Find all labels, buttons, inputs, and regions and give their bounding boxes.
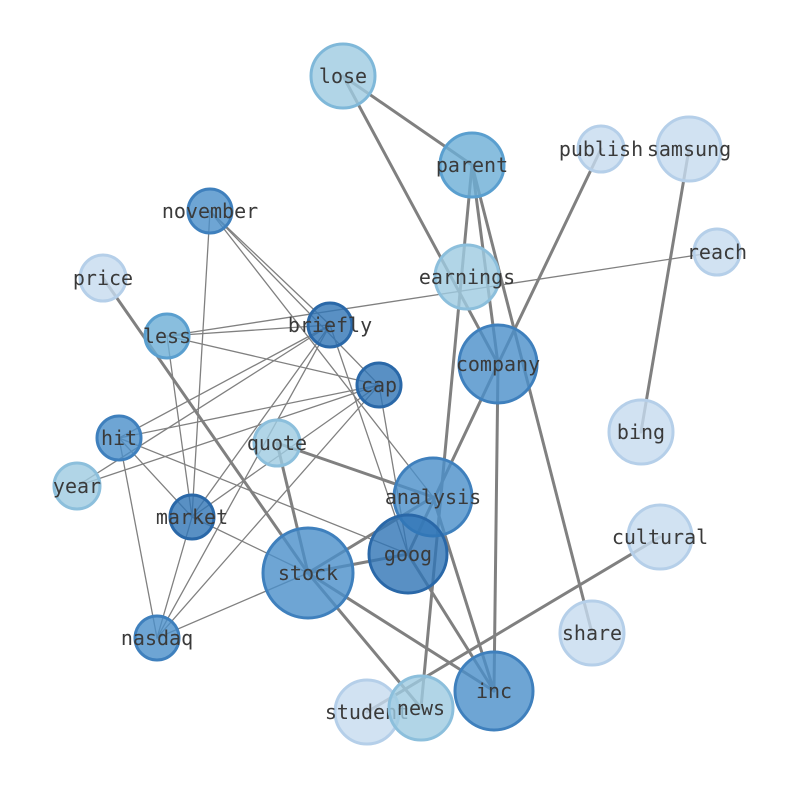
node-company[interactable]: company xyxy=(456,323,540,405)
node-label-hit: hit xyxy=(101,426,137,450)
node-circle-price xyxy=(78,253,128,303)
node-label-reach: reach xyxy=(687,240,747,264)
edge-hit-nasdaq xyxy=(118,437,158,639)
node-circle-bing xyxy=(607,398,675,466)
node-label-quote: quote xyxy=(247,431,307,455)
node-parent[interactable]: parent xyxy=(436,131,508,199)
node-label-goog: goog xyxy=(384,542,432,566)
edge-cap-hit xyxy=(118,384,380,439)
node-circle-cap xyxy=(355,361,403,409)
node-circle-briefly xyxy=(306,301,354,349)
node-label-publish: publish xyxy=(559,137,643,161)
node-label-november: november xyxy=(162,199,258,223)
node-nasdaq[interactable]: nasdaq xyxy=(121,614,193,662)
edge-briefly-hit xyxy=(118,324,331,439)
node-circle-less xyxy=(143,312,191,360)
node-circle-parent xyxy=(438,131,506,199)
edge-price-stock xyxy=(101,276,310,575)
node-label-earnings: earnings xyxy=(419,265,515,289)
node-publish[interactable]: publish xyxy=(559,124,643,174)
node-label-less: less xyxy=(143,324,191,348)
node-circle-reach xyxy=(692,227,742,277)
node-label-briefly: briefly xyxy=(288,313,372,337)
node-share[interactable]: share xyxy=(558,599,626,667)
node-label-company: company xyxy=(456,352,540,376)
node-label-cultural: cultural xyxy=(612,525,708,549)
edge-parent-share xyxy=(470,163,594,635)
node-label-market: market xyxy=(156,505,228,529)
node-label-samsung: samsung xyxy=(647,137,731,161)
node-label-bing: bing xyxy=(617,420,665,444)
node-circle-year xyxy=(52,461,102,511)
node-lose[interactable]: lose xyxy=(309,42,377,110)
edge-november-market xyxy=(191,210,211,518)
node-circle-share xyxy=(558,599,626,667)
node-cultural[interactable]: cultural xyxy=(612,503,708,571)
node-goog[interactable]: goog xyxy=(367,513,449,595)
node-circle-inc xyxy=(453,650,535,732)
node-label-cap: cap xyxy=(361,373,397,397)
node-label-inc: inc xyxy=(476,679,512,703)
node-inc[interactable]: inc xyxy=(453,650,535,732)
node-price[interactable]: price xyxy=(73,253,133,303)
node-label-price: price xyxy=(73,266,133,290)
edge-less-cap xyxy=(166,335,380,386)
edge-november-analysis xyxy=(209,210,434,498)
node-circle-samsung xyxy=(655,115,723,183)
node-year[interactable]: year xyxy=(52,461,102,511)
node-circle-lose xyxy=(309,42,377,110)
node-label-analysis: analysis xyxy=(385,485,481,509)
node-circle-publish xyxy=(576,124,626,174)
edge-cap-year xyxy=(76,384,380,487)
node-circle-cultural xyxy=(626,503,694,571)
node-label-parent: parent xyxy=(436,153,508,177)
edge-lose-company xyxy=(341,74,500,366)
node-cap[interactable]: cap xyxy=(355,361,403,409)
node-november[interactable]: november xyxy=(162,187,258,235)
node-bing[interactable]: bing xyxy=(607,398,675,466)
edge-briefly-market xyxy=(191,324,331,518)
edge-cap-nasdaq xyxy=(156,384,380,639)
node-label-year: year xyxy=(53,474,101,498)
node-circle-market xyxy=(168,493,216,541)
node-briefly[interactable]: briefly xyxy=(288,301,372,349)
edge-company-inc xyxy=(492,362,500,693)
node-label-nasdaq: nasdaq xyxy=(121,626,193,650)
node-circle-company xyxy=(457,323,539,405)
node-hit[interactable]: hit xyxy=(95,414,143,462)
edge-briefly-nasdaq xyxy=(156,324,331,639)
node-circle-earnings xyxy=(433,243,501,311)
edge-november-cap xyxy=(209,210,380,386)
node-circle-november xyxy=(186,187,234,235)
node-market[interactable]: market xyxy=(156,493,228,541)
node-quote[interactable]: quote xyxy=(247,418,307,468)
edge-less-market xyxy=(166,335,193,518)
node-circle-stock xyxy=(261,526,355,620)
node-circle-quote xyxy=(252,418,302,468)
node-label-news: news xyxy=(397,696,445,720)
edge-briefly-less xyxy=(166,324,331,337)
node-circle-nasdaq xyxy=(133,614,181,662)
node-label-lose: lose xyxy=(319,64,367,88)
node-label-share: share xyxy=(562,621,622,645)
edge-samsung-bing xyxy=(639,147,691,434)
node-circle-hit xyxy=(95,414,143,462)
node-news[interactable]: news xyxy=(387,674,455,742)
node-circle-news xyxy=(387,674,455,742)
edge-november-briefly xyxy=(209,210,331,326)
node-stock[interactable]: stock xyxy=(261,526,355,620)
node-reach[interactable]: reach xyxy=(687,227,747,277)
node-earnings[interactable]: earnings xyxy=(419,243,515,311)
edge-hit-goog xyxy=(118,437,409,555)
node-less[interactable]: less xyxy=(143,312,191,360)
node-samsung[interactable]: samsung xyxy=(647,115,731,183)
node-label-stock: stock xyxy=(278,561,338,585)
node-circle-goog xyxy=(367,513,449,595)
